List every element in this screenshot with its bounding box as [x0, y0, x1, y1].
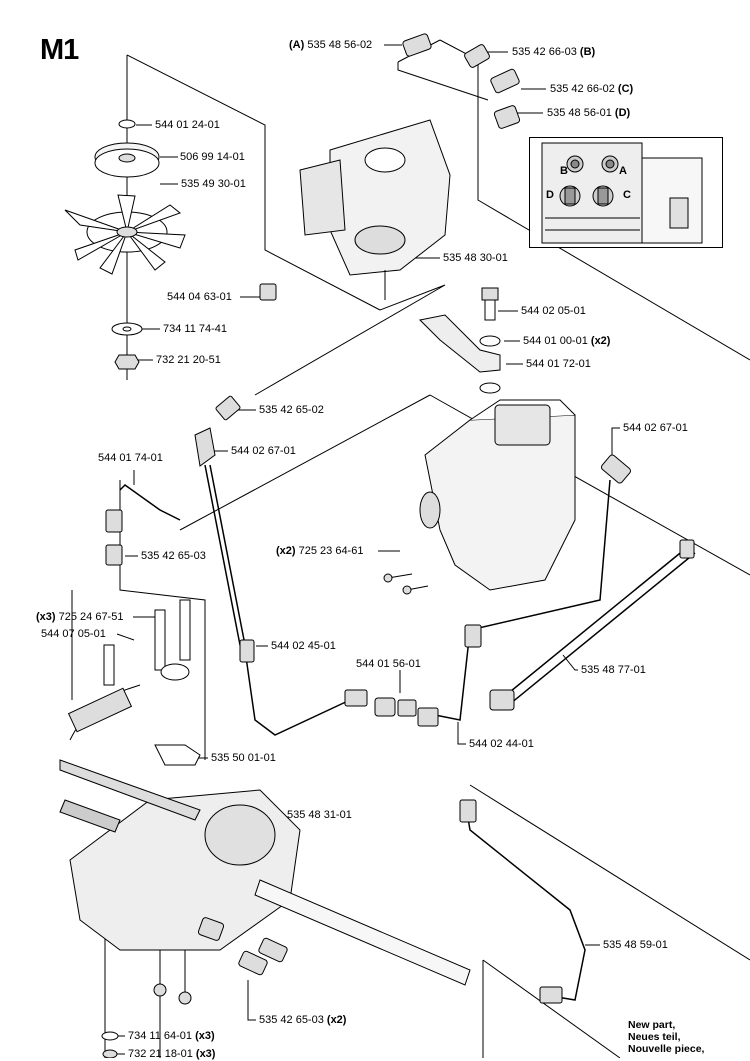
callout-label: 544 02 45-01	[271, 640, 336, 652]
callout-label: 535 42 65-03 (x2)	[259, 1014, 347, 1026]
callout-label: (x2) 725 23 64-61	[276, 545, 364, 557]
callout-label: 544 07 05-01	[41, 628, 106, 640]
callout-label: 544 01 72-01	[526, 358, 591, 370]
callout-label: 732 21 20-51	[156, 354, 221, 366]
banjo-fitting-shape	[418, 314, 501, 373]
boundary-line	[254, 284, 446, 396]
transaxle-shape	[59, 744, 471, 986]
callout-label: 544 01 74-01	[98, 452, 163, 464]
callout-label: 535 48 31-01	[287, 809, 352, 821]
callout-label: 734 11 74-41	[163, 323, 228, 335]
callout-label: 535 48 30-01	[443, 252, 508, 264]
pulley-shape	[94, 148, 160, 178]
boundary-line	[482, 959, 621, 1058]
hose-fitting-shape	[105, 509, 695, 1004]
washer-shape	[111, 322, 143, 336]
inset-detail-photo: A B C D	[529, 137, 723, 248]
fitting-shape	[194, 33, 632, 484]
pump-shape	[299, 119, 451, 300]
callout-label: (x3) 725 24 67-51	[36, 611, 124, 623]
callout-label: 535 49 30-01	[181, 178, 246, 190]
callout-label: 535 50 01-01	[211, 752, 276, 764]
callout-label: 544 02 67-01	[623, 422, 688, 434]
leader-line	[116, 633, 135, 641]
callout-label: 535 42 65-03	[141, 550, 206, 562]
inset-label-c: C	[623, 189, 631, 201]
inset-label-d: D	[546, 189, 554, 201]
callout-label: 506 99 14-01	[180, 151, 245, 163]
nut-shape	[114, 354, 140, 370]
callout-label: 535 42 66-03 (B)	[512, 46, 596, 58]
callout-label: 535 42 65-02	[259, 404, 324, 416]
washer-shape	[479, 335, 501, 347]
boundary-line	[179, 394, 431, 531]
callout-label: (A) 535 48 56-02	[289, 39, 373, 51]
hose-shape	[119, 464, 696, 1001]
washer-shape	[118, 119, 136, 129]
leader-line	[247, 980, 256, 1021]
callout-label: 535 48 77-01	[581, 664, 646, 676]
callout-label: 535 48 56-01 (D)	[547, 107, 631, 119]
screw-shape	[383, 573, 429, 595]
inset-drawing	[541, 142, 703, 244]
fan-shape	[64, 194, 186, 275]
page-title: M1	[40, 34, 79, 66]
boundary-line	[126, 54, 381, 311]
oil-tank-shape	[419, 399, 576, 591]
callout-label: 544 04 63-01	[167, 291, 232, 303]
callout-label: 535 48 59-01	[603, 939, 668, 951]
bolt-shape	[481, 287, 499, 301]
ring-shape	[160, 663, 190, 681]
fitting-shape	[101, 917, 288, 1058]
callout-label: 544 01 00-01 (x2)	[523, 335, 611, 347]
spring-shape	[67, 687, 133, 733]
callout-label: 544 02 05-01	[521, 305, 586, 317]
washer-hole-shape	[122, 326, 132, 332]
boundary-line	[397, 62, 489, 101]
inset-label-a: A	[619, 165, 627, 177]
callout-label: 732 21 18-01 (x3)	[128, 1048, 216, 1060]
new-part-note-line: New part,	[628, 1019, 676, 1031]
callout-label: 544 02 67-01	[231, 445, 296, 457]
callout-label: 544 01 56-01	[356, 658, 421, 670]
leader-line	[457, 722, 466, 745]
pulley-hub-shape	[118, 153, 136, 163]
new-part-note: New part, Neues teil, Nouvelle piece,	[628, 1019, 704, 1055]
new-part-note-line: Neues teil,	[628, 1031, 681, 1043]
boundary-line	[119, 480, 206, 760]
washer-shape	[479, 382, 501, 394]
bolt-shape	[484, 299, 496, 321]
leader-line	[562, 654, 578, 671]
callout-label: 535 42 66-02 (C)	[550, 83, 634, 95]
leader-line	[611, 427, 620, 460]
callout-label: 544 01 24-01	[155, 119, 220, 131]
new-part-note-line: Nouvelle piece,	[628, 1043, 705, 1055]
callout-label: 734 11 64-01 (x3)	[128, 1030, 215, 1042]
boundary-line	[469, 784, 750, 961]
boundary-line	[439, 39, 750, 361]
callout-label: 544 02 44-01	[469, 738, 534, 750]
inset-label-b: B	[560, 165, 568, 177]
bolt-shape	[103, 599, 191, 686]
